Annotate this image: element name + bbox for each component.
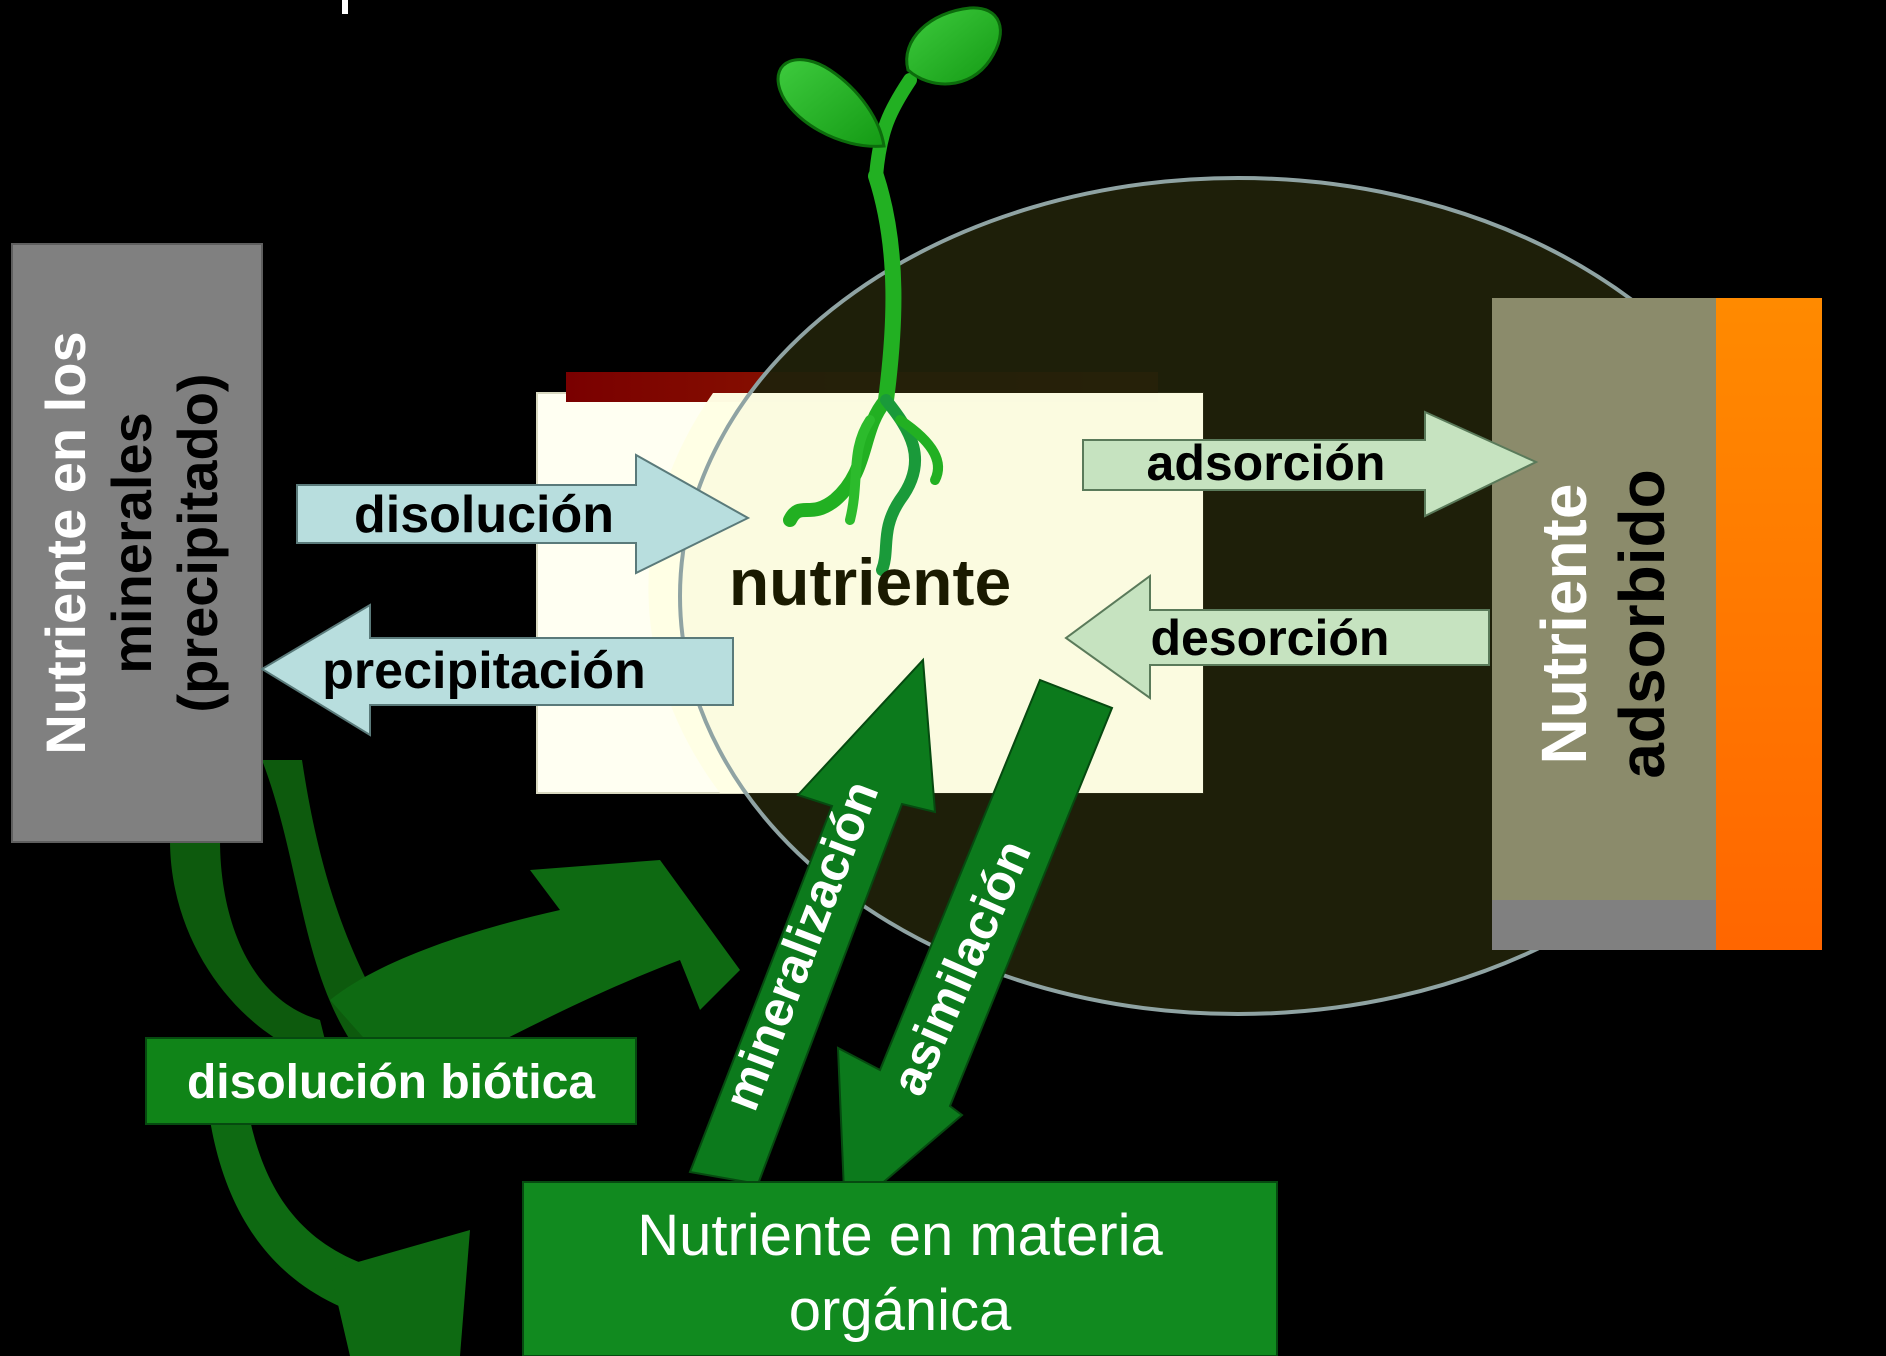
nutrient-label: nutriente [729, 545, 1011, 619]
svg-text:disolución: disolución [354, 486, 614, 544]
desorption-arrow: desorción [1064, 574, 1490, 700]
dissolution-arrow: disolución [296, 453, 751, 575]
svg-text:(precipitado): (precipitado) [166, 373, 229, 712]
adsorbed-strip [1716, 298, 1822, 950]
adsorbed-box [1492, 298, 1716, 950]
adsorption-arrow: adsorción [1082, 410, 1539, 518]
minerals-box [11, 243, 263, 843]
svg-text:adsorción: adsorción [1147, 435, 1386, 491]
organic-label-line-1: Nutriente en materia [637, 1203, 1163, 1268]
minerals-label: Nutriente en los minerales (precipitado) [34, 331, 229, 754]
svg-text:minerales: minerales [100, 412, 163, 674]
title-fragment [342, 0, 348, 14]
biotic-dissolution-label: disolución biótica [145, 1037, 637, 1125]
adsorbed-label: Nutriente adsorbido [1528, 469, 1678, 778]
svg-text:adsorbido: adsorbido [1606, 469, 1678, 778]
biotic-flow-arcs [170, 760, 740, 1356]
svg-text:Nutriente: Nutriente [1528, 484, 1600, 765]
svg-text:desorción: desorción [1151, 610, 1390, 666]
svg-text:precipitación: precipitación [322, 642, 646, 700]
adsorbed-box-base [1492, 900, 1716, 950]
svg-text:disolución biótica: disolución biótica [187, 1056, 595, 1109]
precipitation-arrow: precipitación [260, 603, 734, 737]
svg-text:Nutriente en los: Nutriente en los [34, 331, 97, 754]
organic-label-line-2: orgánica [789, 1278, 1012, 1343]
seedling-icon [776, 6, 1002, 576]
organic-matter-box: Nutriente en materia orgánica [522, 1181, 1278, 1356]
